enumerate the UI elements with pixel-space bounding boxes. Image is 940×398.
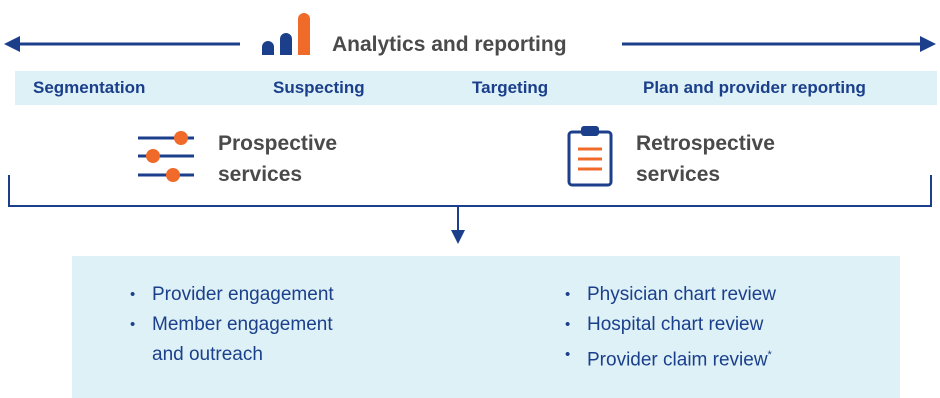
category-segmentation: Segmentation (33, 78, 146, 97)
prospective-outcomes-list: Provider engagement Member engagement an… (126, 280, 334, 370)
footnote-mark: * (767, 349, 772, 361)
prospective-services-label: Prospective services (218, 128, 337, 190)
list-item-text: Provider claim review (587, 349, 768, 371)
sliders-icon (138, 131, 194, 182)
list-item-continuation: and outreach (152, 344, 263, 365)
clipboard-icon (567, 126, 613, 187)
prospective-line1: Prospective (218, 132, 338, 155)
list-item: Physician chart review (561, 280, 776, 310)
category-suspecting: Suspecting (273, 78, 365, 97)
bar-chart-icon (262, 13, 310, 55)
page-title: Analytics and reporting (332, 33, 567, 56)
retrospective-outcomes-list: Physician chart review Hospital chart re… (561, 280, 776, 375)
bracket-connector (8, 175, 932, 244)
prospective-line2: services (218, 163, 303, 186)
list-item: Hospital chart review (561, 310, 776, 340)
down-arrow-icon (451, 230, 465, 244)
category-plan-provider-reporting: Plan and provider reporting (643, 78, 866, 97)
category-targeting: Targeting (472, 78, 549, 97)
list-item: Member engagement (126, 310, 334, 340)
double-arrow-line (4, 36, 936, 52)
category-band (15, 71, 937, 105)
list-item-with-footnote: Provider claim review* (561, 340, 776, 375)
retrospective-line1: Retrospective (636, 132, 775, 155)
list-item: Provider engagement (126, 280, 334, 310)
retrospective-line2: services (636, 163, 721, 186)
retrospective-services-label: Retrospective services (636, 128, 775, 190)
